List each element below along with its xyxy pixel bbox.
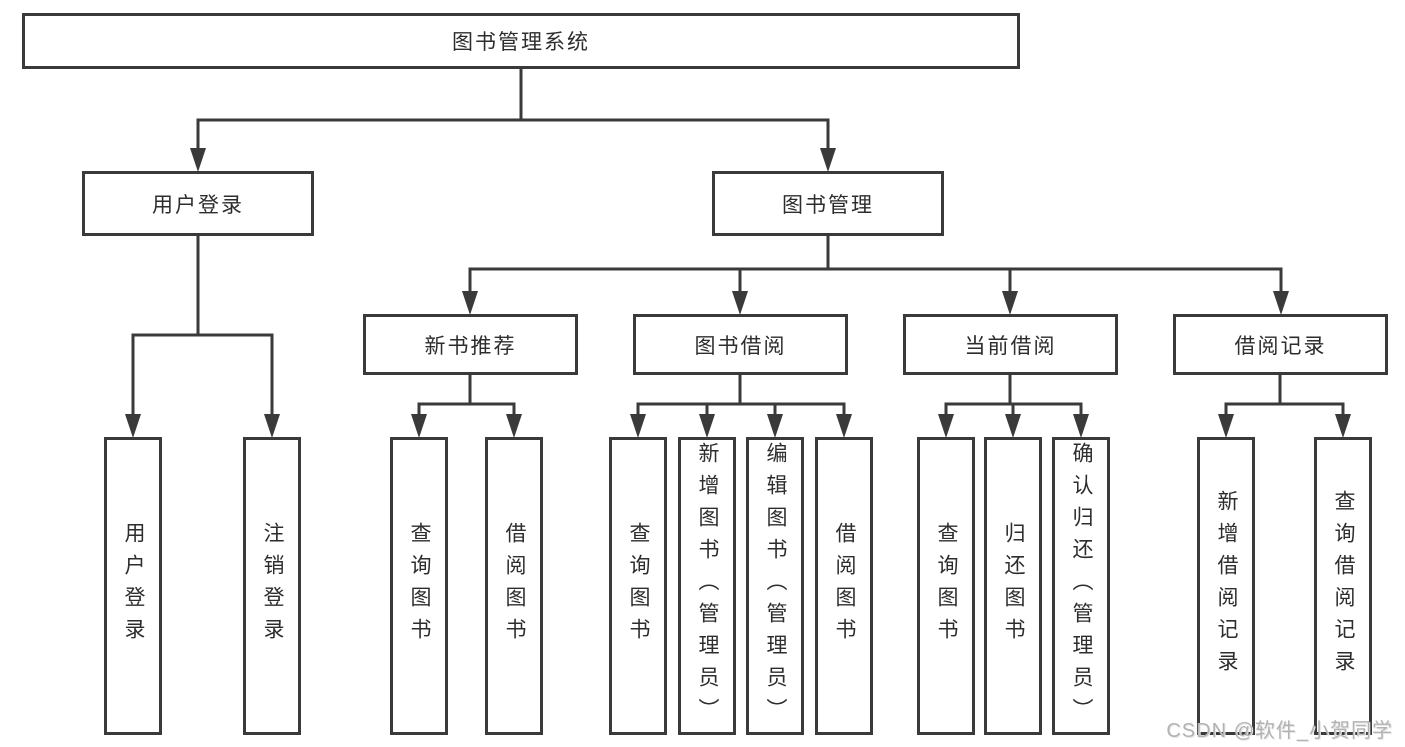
node-book-management-branch: 图书管理 bbox=[712, 171, 944, 236]
leaf-user-login: 用户登录 bbox=[104, 437, 162, 735]
leaf-borrowing-query-books-label: 查询图书 bbox=[627, 522, 650, 650]
node-user-login-branch-label: 用户登录 bbox=[152, 193, 244, 217]
node-current-borrowing: 当前借阅 bbox=[903, 314, 1118, 375]
leaf-query-borrowing-record-label: 查询借阅记录 bbox=[1332, 490, 1355, 682]
leaf-borrowing-query-books: 查询图书 bbox=[609, 437, 667, 735]
csdn-watermark: CSDN @软件_小贺同学 bbox=[1166, 720, 1393, 742]
leaf-return-books-label: 归还图书 bbox=[1002, 522, 1025, 650]
leaf-current-query-books-label: 查询图书 bbox=[935, 522, 958, 650]
node-book-borrowing: 图书借阅 bbox=[633, 314, 848, 375]
leaf-borrowing-borrow-books-label: 借阅图书 bbox=[833, 522, 856, 650]
leaf-query-borrowing-record: 查询借阅记录 bbox=[1314, 437, 1372, 735]
leaf-return-books: 归还图书 bbox=[984, 437, 1042, 735]
leaf-add-borrowing-record: 新增借阅记录 bbox=[1197, 437, 1255, 735]
node-user-login-branch: 用户登录 bbox=[82, 171, 314, 236]
node-book-management-branch-label: 图书管理 bbox=[782, 193, 874, 217]
leaf-borrowing-borrow-books: 借阅图书 bbox=[815, 437, 873, 735]
node-borrowing-records-label: 借阅记录 bbox=[1234, 334, 1327, 358]
leaf-current-query-books: 查询图书 bbox=[917, 437, 975, 735]
leaf-recommend-borrow-books: 借阅图书 bbox=[485, 437, 543, 735]
node-root-label: 图书管理系统 bbox=[452, 31, 590, 54]
leaf-logout-label: 注销登录 bbox=[261, 522, 284, 650]
leaf-add-borrowing-record-label: 新增借阅记录 bbox=[1215, 490, 1238, 682]
node-current-borrowing-label: 当前借阅 bbox=[964, 334, 1057, 358]
node-new-book-recommendation: 新书推荐 bbox=[363, 314, 578, 375]
leaf-edit-books-admin: 编辑图书（管理员） bbox=[746, 437, 804, 735]
leaf-edit-books-admin-label: 编辑图书（管理员） bbox=[764, 442, 787, 730]
leaf-confirm-return-admin: 确认归还（管理员） bbox=[1052, 437, 1110, 735]
leaf-confirm-return-admin-label: 确认归还（管理员） bbox=[1070, 442, 1093, 730]
node-borrowing-records: 借阅记录 bbox=[1173, 314, 1388, 375]
leaf-add-books-admin-label: 新增图书（管理员） bbox=[696, 442, 719, 730]
node-book-borrowing-label: 图书借阅 bbox=[694, 334, 787, 358]
node-new-book-recommendation-label: 新书推荐 bbox=[424, 334, 517, 358]
leaf-user-login-label: 用户登录 bbox=[122, 522, 145, 650]
leaf-add-books-admin: 新增图书（管理员） bbox=[678, 437, 736, 735]
leaf-recommend-query-books: 查询图书 bbox=[390, 437, 448, 735]
leaf-recommend-borrow-books-label: 借阅图书 bbox=[503, 522, 526, 650]
node-root-library-management-system: 图书管理系统 bbox=[22, 13, 1020, 69]
leaf-logout: 注销登录 bbox=[243, 437, 301, 735]
leaf-recommend-query-books-label: 查询图书 bbox=[408, 522, 431, 650]
